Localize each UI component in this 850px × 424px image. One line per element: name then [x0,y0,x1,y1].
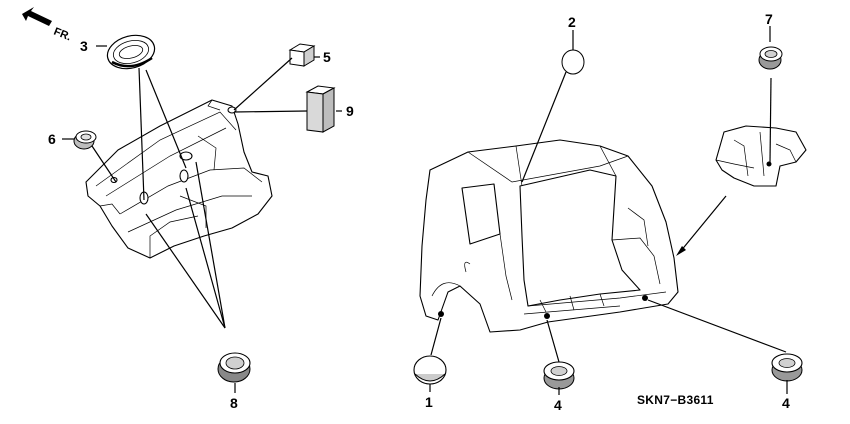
callout-9: 9 [346,103,354,119]
rear-floor-assembly [85,99,273,259]
callout-8: 8 [230,395,238,411]
front-direction-label: FR. [52,26,73,44]
callout-1: 1 [425,394,433,410]
grommet-4-middle-icon [543,361,575,390]
callout-6: 6 [48,131,56,147]
callout-2: 2 [568,14,576,30]
callout-5: 5 [323,49,331,65]
plug-2-icon [561,49,585,75]
grommet-6-icon [73,130,97,150]
callout-4-middle: 4 [554,397,562,413]
grommet-8-icon [217,352,251,383]
plug-5-icon [288,43,316,67]
grommet-3-icon [106,34,156,70]
foam-block-9-icon [305,85,336,133]
front-direction-arrow-icon [22,7,52,26]
callout-3: 3 [80,38,88,54]
pillar-detail [715,125,807,187]
grommet-7-icon [758,46,783,70]
plug-1-icon [413,355,447,385]
callout-4-right: 4 [782,395,790,411]
rear-body-assembly [419,139,679,333]
grommet-4-right-icon [771,353,803,382]
callout-7: 7 [765,11,773,27]
diagram-code: SKN7−B3611 [637,393,714,407]
